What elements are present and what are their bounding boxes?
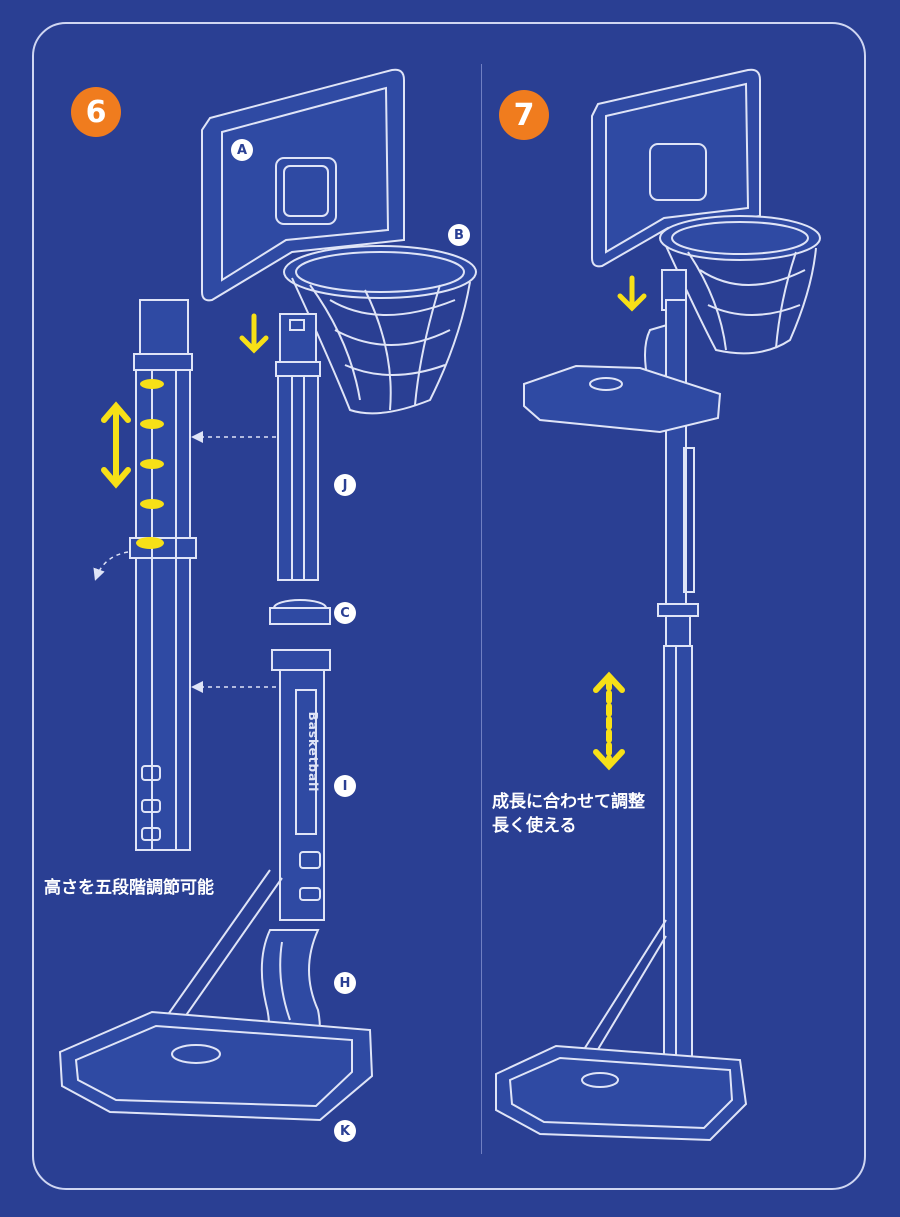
- step7-base: [495, 1044, 748, 1142]
- step7-ball-tray: [523, 364, 722, 434]
- grow-caption-line1: 成長に合わせて調整: [492, 792, 645, 812]
- step-divider: [481, 64, 482, 1154]
- step6-height-arrow: [101, 401, 131, 489]
- page-frame: [32, 22, 866, 1190]
- step6-cap-c: [269, 599, 331, 625]
- part-label-h: H: [334, 972, 356, 994]
- step6-base-k: [58, 1010, 374, 1122]
- part-label-a: A: [231, 139, 253, 161]
- part-label-j: J: [334, 474, 356, 496]
- grow-caption-line2: 長く使える: [492, 816, 577, 836]
- step6-pole-i: [271, 649, 331, 921]
- step6-adjust-tube: [129, 299, 197, 851]
- step7-hoop: [659, 215, 821, 355]
- step-badge-7: 7: [499, 90, 549, 140]
- step7-pole-upper: [644, 269, 699, 647]
- step6-backboard: [201, 68, 405, 302]
- step6-down-arrow: [239, 313, 269, 354]
- step6-hoop: [283, 245, 477, 415]
- step7-brace: [575, 919, 667, 1067]
- step7-height-arrow: [593, 671, 625, 771]
- part-label-i: I: [334, 775, 356, 797]
- part-label-c: C: [334, 602, 356, 624]
- step-badge-6: 6: [71, 87, 121, 137]
- part-label-k: K: [334, 1120, 356, 1142]
- part-label-b: B: [448, 224, 470, 246]
- step7-pole-lower: [663, 645, 693, 1093]
- step6-pole-j: [275, 313, 321, 581]
- step7-down-arrow: [617, 275, 647, 312]
- height-adjust-caption: 高さを五段階調節可能: [44, 878, 214, 898]
- brand-text: Basketball: [306, 711, 320, 793]
- step6-adjust-holes: [136, 379, 164, 549]
- step6-guide-arrows: [93, 431, 276, 693]
